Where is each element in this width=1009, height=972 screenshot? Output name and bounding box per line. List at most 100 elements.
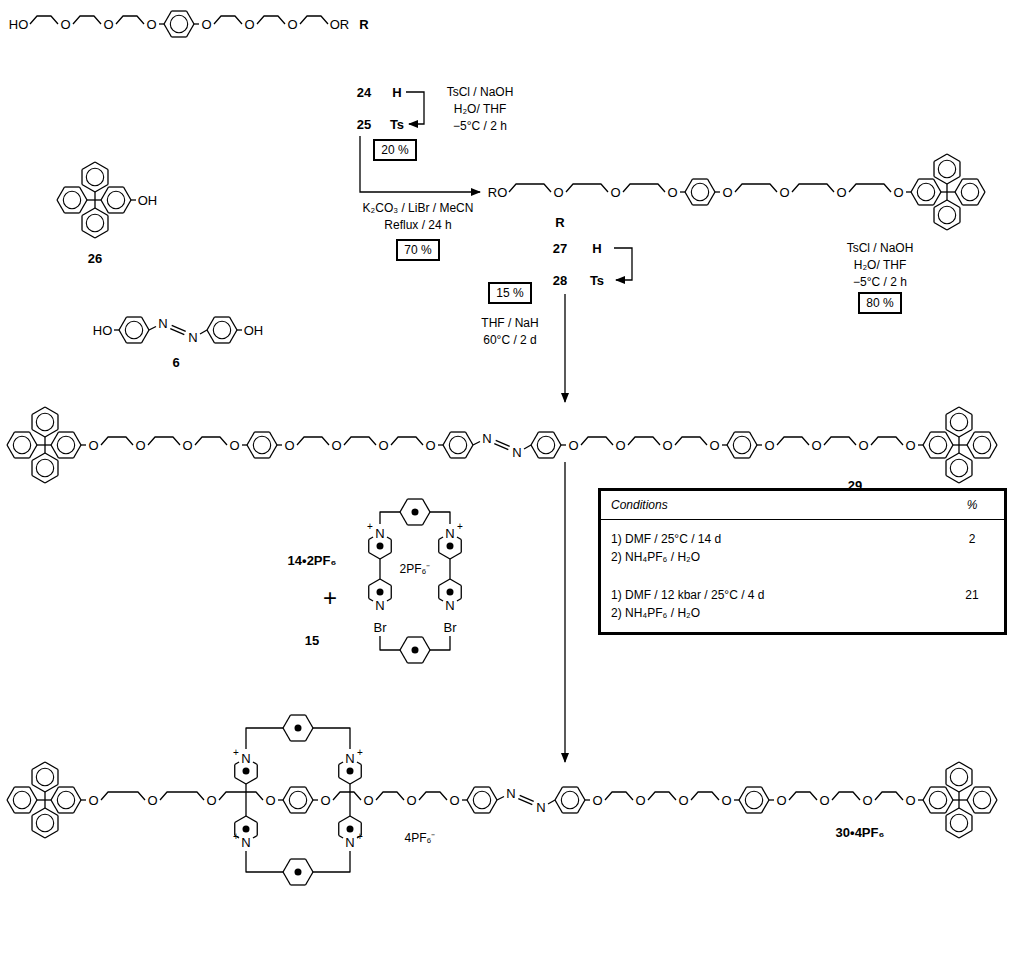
bond-line — [457, 599, 461, 602]
bond-line — [81, 799, 86, 800]
atom-label: O — [662, 439, 672, 452]
bond-line — [439, 537, 443, 540]
bond-line — [31, 770, 32, 785]
atom-label: O — [449, 794, 459, 807]
charge-sign: + — [233, 832, 239, 842]
bond-line — [65, 212, 80, 213]
aromatic-circle — [733, 436, 750, 453]
aromatic-circle — [973, 791, 990, 808]
bond-line — [306, 859, 314, 872]
bond-line — [439, 579, 450, 586]
compound-number: 24 — [357, 86, 371, 99]
bond-line — [561, 444, 566, 445]
bond-line — [339, 762, 343, 765]
reagent-text: TsCl / NaOH — [447, 86, 514, 98]
bond-line — [419, 792, 447, 800]
bond-line — [566, 184, 608, 192]
atom-label: O — [363, 794, 373, 807]
atom-label: O — [893, 186, 903, 199]
bond-line — [945, 816, 946, 831]
reagent-text: H₂O/ THF — [854, 259, 906, 271]
bond-line — [875, 792, 903, 800]
bond-line — [45, 444, 51, 445]
bond-line — [971, 461, 972, 476]
aromatic-circle — [86, 214, 103, 231]
atom-label: N — [512, 446, 521, 459]
reagent-text: K₂CO₃ / LiBr / MeCN — [363, 202, 474, 214]
bond-line — [423, 637, 431, 650]
bond-line — [449, 559, 450, 579]
bond-line — [906, 191, 911, 192]
aromatic-circle — [213, 321, 230, 338]
atom-label: O — [779, 186, 789, 199]
reaction-arrow — [564, 294, 565, 402]
bond-line — [769, 799, 774, 800]
bond-line — [15, 457, 30, 458]
table-cell: 2 — [950, 530, 994, 566]
atom-label: O — [721, 794, 731, 807]
aromatic-circle — [63, 191, 80, 208]
bond-line — [945, 770, 946, 785]
bond-line — [195, 437, 227, 445]
bond-line — [44, 800, 45, 808]
bond-line — [747, 786, 762, 787]
bond-line — [349, 784, 350, 816]
aromatic-circle — [561, 791, 578, 808]
bond-line — [933, 208, 934, 223]
bond-line — [94, 192, 95, 200]
bond-line — [59, 812, 74, 813]
charge-sign: + — [457, 522, 463, 532]
yield-text: 70 % — [404, 243, 431, 257]
reagent-text: TsCl / NaOH — [847, 242, 914, 254]
atom-label: Br — [444, 621, 457, 634]
bond-line — [975, 431, 990, 432]
bond-line — [931, 431, 946, 432]
bond-line — [380, 512, 400, 524]
substituent-label: R — [555, 216, 564, 229]
compound-number: 27 — [553, 242, 567, 255]
bond-line — [387, 599, 391, 602]
bond-line — [953, 444, 959, 445]
atom-label: OR — [330, 18, 350, 31]
bond-line — [44, 437, 45, 445]
aromatic-circle — [170, 15, 187, 32]
bond-line — [59, 431, 74, 432]
bond-line — [475, 812, 490, 813]
bond-line — [15, 431, 30, 432]
bond-line — [101, 792, 145, 800]
bond-line — [81, 216, 82, 231]
atom-label: O — [568, 439, 578, 452]
atom-label: O — [320, 794, 330, 807]
bond-line — [81, 170, 82, 185]
bond-line — [539, 431, 554, 432]
bond-line — [313, 728, 350, 749]
aromatic-circle — [950, 413, 967, 430]
bond-line — [958, 792, 959, 800]
bond-line — [462, 799, 467, 800]
bond-line — [585, 799, 590, 800]
bond-line — [257, 765, 258, 778]
bond-line — [160, 792, 204, 800]
bond-line — [306, 872, 314, 885]
bond-line — [945, 461, 946, 476]
bond-line — [693, 204, 708, 205]
bond-line — [693, 178, 708, 179]
charge-sign: + — [357, 748, 363, 758]
bond-line — [497, 797, 504, 801]
atom-label: OH — [138, 194, 158, 207]
bond-line — [548, 800, 555, 804]
atom-label: O — [862, 794, 872, 807]
atom-label: O — [60, 18, 70, 31]
bond-line — [159, 23, 164, 24]
ring-dot — [347, 826, 354, 833]
bond-line — [451, 431, 466, 432]
bond-line — [496, 440, 510, 446]
table-cell: 21 — [950, 586, 994, 622]
bond-line — [520, 795, 534, 801]
bond-line — [283, 859, 291, 872]
yield-text: 20 % — [381, 143, 408, 157]
bond-line — [963, 204, 978, 205]
bond-line — [200, 330, 207, 334]
bond-line — [450, 579, 461, 586]
